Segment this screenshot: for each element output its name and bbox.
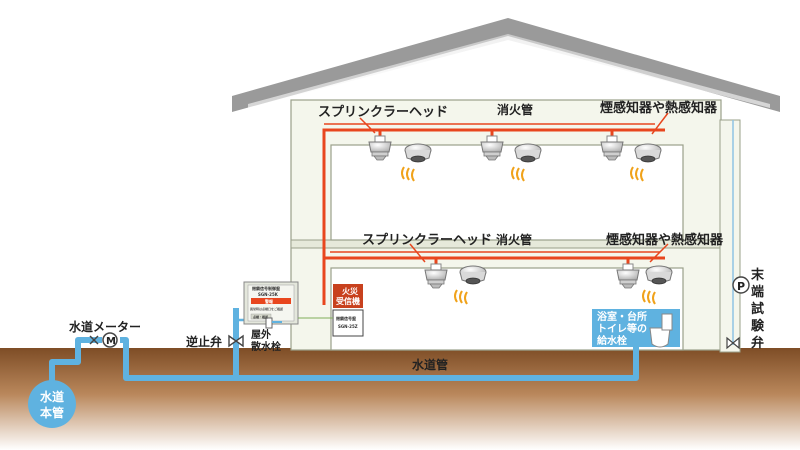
label-end-test-valve: 末 端 試 験 弁 (750, 267, 765, 351)
control-panel-button: 警報 (264, 298, 273, 304)
roof (232, 18, 780, 112)
label-detector-lower: 煙感知器や熱感知器 (606, 232, 724, 248)
label-water-meter: 水道メーター (69, 319, 141, 334)
control-panel-sub: 異常時は点検口をご確認 (250, 306, 283, 311)
ground (0, 348, 800, 450)
svg-text:水道: 水道 (40, 389, 64, 404)
svg-text:端: 端 (751, 284, 764, 300)
alarm-box-model: SGN-25Z (338, 324, 358, 329)
sprinkler-pipes (322, 128, 665, 305)
svg-text:散水栓: 散水栓 (251, 340, 281, 353)
svg-text:弁: 弁 (751, 335, 764, 351)
svg-text:試: 試 (751, 301, 764, 317)
label-check-valve: 逆止弁 (186, 334, 222, 349)
svg-text:本管: 本管 (40, 405, 64, 420)
label-water-pipe: 水道管 (412, 357, 448, 372)
end-test-valve-symbol (726, 276, 750, 350)
svg-text:浴室・台所: 浴室・台所 (597, 310, 647, 323)
control-panel-model: SGN-25K (258, 292, 279, 297)
label-sprinkler-head-upper: スプリンクラーヘッド (318, 105, 448, 120)
fire-receiver-panel (333, 284, 363, 308)
svg-text:給水栓: 給水栓 (597, 334, 627, 347)
label-sprinkler-head-lower: スプリンクラーヘッド (362, 233, 492, 248)
svg-text:トイレ等の: トイレ等の (597, 322, 647, 335)
svg-text:火災: 火災 (342, 287, 359, 296)
control-panel-title: 閉鎖信号制御盤 (252, 285, 281, 291)
water-meter-symbol (89, 332, 118, 348)
label-main-pipe: 水道 本管 (40, 389, 64, 420)
meter-symbol-letter: M (106, 336, 116, 347)
check-valve-symbol (228, 334, 244, 348)
main-water-pipe (28, 380, 76, 428)
label-fire-pipe-lower: 消火管 (496, 232, 532, 247)
outdoor-hydrant-icon (265, 317, 282, 329)
label-fire-receiver: 火災 受信機 (336, 287, 360, 306)
svg-text:験: 験 (751, 318, 765, 334)
label-fire-pipe-upper: 消火管 (497, 102, 533, 117)
svg-text:末: 末 (750, 267, 765, 283)
svg-text:屋外: 屋外 (251, 328, 271, 341)
svg-text:受信機: 受信機 (336, 296, 360, 306)
label-outdoor-hydrant: 屋外 散水栓 (251, 328, 281, 353)
control-panel (243, 281, 299, 325)
label-detector-upper: 煙感知器や熱感知器 (600, 100, 718, 116)
pressure-gauge-symbol: P (737, 280, 745, 293)
label-bath-supply: 浴室・台所 トイレ等の 給水栓 (597, 310, 647, 347)
label-pointers (359, 112, 669, 263)
toilet-icon (649, 313, 673, 348)
control-panel-footer: 点検・確認 (253, 314, 268, 319)
alarm-box-title: 閉鎖信号盤 (336, 315, 357, 321)
alarm-control-box (332, 309, 364, 337)
